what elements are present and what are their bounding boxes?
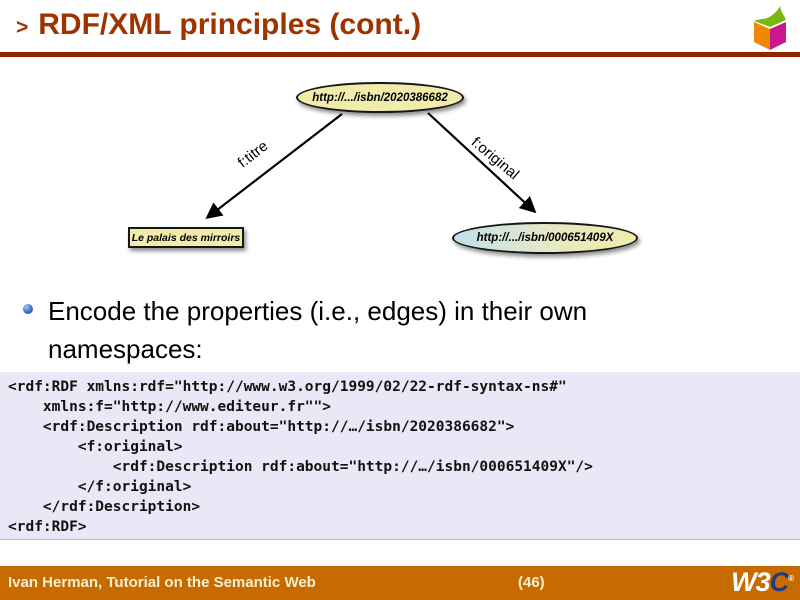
edge-original-arrow [427, 112, 537, 214]
slide-header: > RDF/XML principles (cont.) [16, 8, 421, 42]
edge-label-titre: f:titre [234, 137, 272, 172]
title-divider [0, 52, 800, 57]
w3c-logo-w3: W3 [731, 567, 770, 597]
w3c-logo-registered-mark: ® [788, 574, 794, 583]
footer-page-number: (46) [518, 574, 545, 591]
w3c-cube-logo-icon [754, 6, 786, 50]
literal-node-title: Le palais des mirroirs [128, 227, 244, 248]
page-title: RDF/XML principles (cont.) [38, 8, 422, 41]
footer-author: Ivan Herman, Tutorial on the Semantic We… [8, 574, 316, 591]
code-block: <rdf:RDF xmlns:rdf="http://www.w3.org/19… [0, 372, 800, 540]
resource-node-isbn-000651409X: http://.../isbn/000651409X [452, 222, 638, 254]
resource-node-isbn-2020386682: http://.../isbn/2020386682 [296, 82, 464, 113]
w3c-logo: W3C® [731, 567, 794, 598]
title-chevron: > [16, 16, 29, 39]
edge-label-original: f:original [467, 133, 523, 184]
rdf-xml-code: <rdf:RDF xmlns:rdf="http://www.w3.org/19… [8, 379, 593, 535]
footer-bar [0, 566, 800, 600]
w3c-logo-c: C [769, 567, 789, 597]
bullet-text: Encode the properties (i.e., edges) in t… [48, 296, 588, 364]
bullet-icon [23, 304, 33, 314]
